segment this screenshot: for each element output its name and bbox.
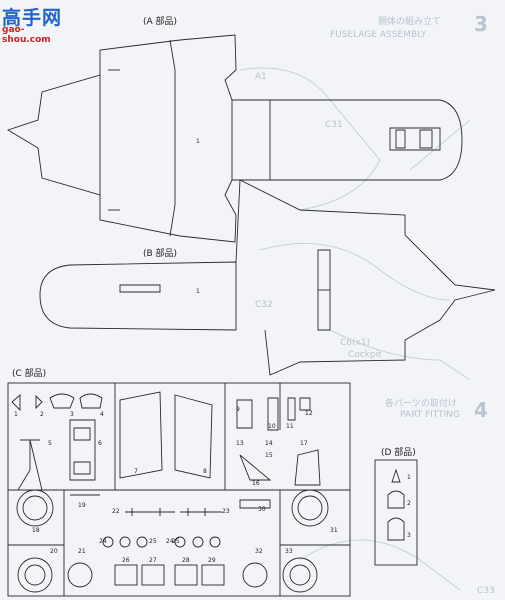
page-code: C33 bbox=[477, 586, 495, 596]
c-part-22: 22 bbox=[112, 508, 120, 515]
c-part-6: 6 bbox=[98, 440, 102, 447]
c-part-20: 20 bbox=[50, 548, 58, 555]
c-part-15: 15 bbox=[265, 452, 273, 459]
c-part-16: 16 bbox=[252, 480, 260, 487]
c-part-28: 28 bbox=[182, 557, 190, 564]
c-part-29: 29 bbox=[208, 557, 216, 564]
c-part-18: 18 bbox=[32, 527, 40, 534]
section-b-label: (B 部品) bbox=[143, 249, 178, 259]
section-c-label: (C 部品) bbox=[12, 369, 47, 379]
c-part-2: 2 bbox=[40, 411, 44, 418]
c-part-26: 26 bbox=[122, 557, 130, 564]
c-part-14: 14 bbox=[265, 440, 273, 447]
c-part-11: 11 bbox=[286, 423, 294, 430]
ghost-label-c32: C32 bbox=[255, 300, 273, 310]
ghost-label-cockpit: Cockpit bbox=[348, 350, 382, 360]
c-part-8: 8 bbox=[203, 468, 207, 475]
c-part-30: 30 bbox=[258, 506, 266, 513]
c-part-5: 5 bbox=[48, 440, 52, 447]
c-part-31: 31 bbox=[330, 527, 338, 534]
section-d-label: (D 部品) bbox=[381, 448, 416, 458]
step4-title-jp: 各パーツの取付け bbox=[385, 399, 457, 409]
d-part-2: 2 bbox=[407, 500, 411, 507]
c-part-25b: 25 bbox=[172, 538, 180, 545]
c-part-10: 10 bbox=[268, 423, 276, 430]
c-part-24b: 24 bbox=[166, 538, 174, 545]
c-part-4: 4 bbox=[100, 411, 104, 418]
step4-title-en: PART FITTING bbox=[400, 410, 460, 420]
section-a-label: (A 部品) bbox=[143, 17, 178, 27]
c-part-32: 32 bbox=[255, 548, 263, 555]
c-part-19: 19 bbox=[78, 502, 86, 509]
c-part-33: 33 bbox=[285, 548, 293, 555]
part-b-number: 1 bbox=[196, 288, 200, 295]
site-logo: 高手网 gao-shou.com bbox=[2, 3, 72, 45]
d-part-3: 3 bbox=[407, 532, 411, 539]
c-part-25a: 25 bbox=[149, 538, 157, 545]
ghost-label-a1: A1 bbox=[255, 72, 267, 82]
part-a-number: 1 bbox=[196, 138, 200, 145]
step3-title-jp: 胴体の組み立て bbox=[378, 17, 442, 27]
c-part-17: 17 bbox=[300, 440, 308, 447]
c-part-13: 13 bbox=[236, 440, 244, 447]
d-part-1: 1 bbox=[407, 474, 411, 481]
c-part-24a: 24 bbox=[99, 538, 107, 545]
c-part-3: 3 bbox=[70, 411, 74, 418]
c-part-7: 7 bbox=[134, 468, 138, 475]
c-part-9: 9 bbox=[236, 406, 240, 413]
step3-title-en: FUSELAGE ASSEMBLY bbox=[330, 30, 427, 40]
ghost-label-c6: C6(x1) bbox=[340, 338, 371, 348]
c-part-21: 21 bbox=[78, 548, 86, 555]
c-part-27: 27 bbox=[149, 557, 157, 564]
ghost-label-c31: C31 bbox=[325, 120, 343, 130]
c-part-1: 1 bbox=[14, 411, 18, 418]
logo-url: gao-shou.com bbox=[2, 25, 51, 45]
step-number-4: 4 bbox=[474, 398, 488, 422]
c-part-23: 23 bbox=[222, 508, 230, 515]
c-part-12: 12 bbox=[305, 410, 313, 417]
logo-text: 高手网 bbox=[2, 7, 63, 29]
step-number-3: 3 bbox=[474, 12, 488, 36]
